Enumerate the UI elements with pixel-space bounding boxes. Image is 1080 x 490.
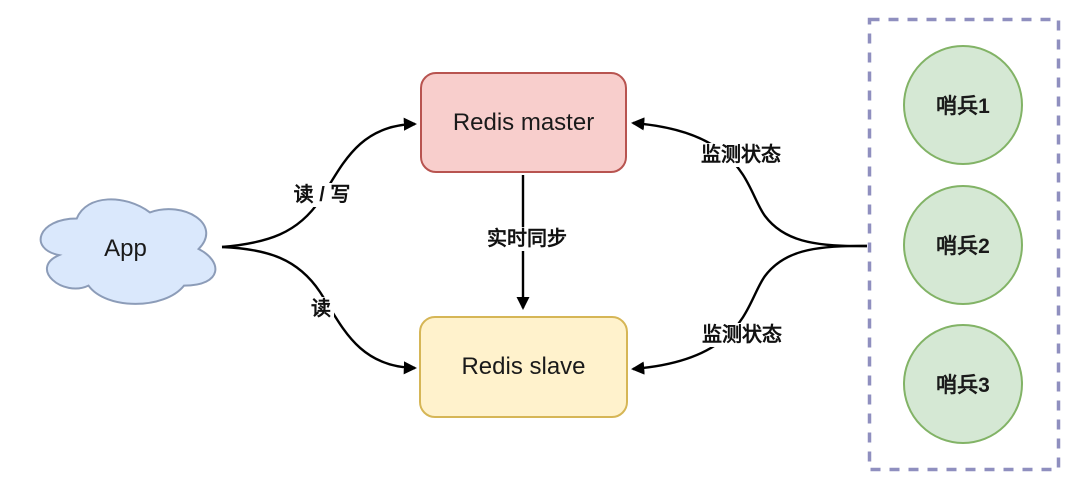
sentinel-1-label: 哨兵1 bbox=[936, 95, 990, 118]
sentinel-2-node: 哨兵2 bbox=[903, 185, 1023, 305]
edge-sentinels-to-slave bbox=[631, 244, 868, 375]
sentinel-1-node: 哨兵1 bbox=[903, 45, 1023, 165]
redis-master-label: Redis master bbox=[452, 108, 595, 136]
edge-label-realtime-sync: 实时同步 bbox=[484, 227, 570, 251]
sentinel-2-label: 哨兵2 bbox=[936, 235, 990, 258]
app-label: App bbox=[104, 235, 147, 262]
redis-slave-node: Redis slave bbox=[419, 316, 628, 418]
app-cloud-shape bbox=[39, 198, 217, 305]
sentinel-group-box bbox=[867, 17, 1061, 472]
edge-label-monitor-status-slave: 监测状态 bbox=[699, 323, 785, 347]
app-node: App bbox=[28, 188, 223, 310]
sentinel-3-node: 哨兵3 bbox=[903, 324, 1023, 444]
edge-label-read-write: 读 / 写 bbox=[290, 183, 354, 207]
edge-label-monitor-status-master: 监测状态 bbox=[698, 143, 784, 167]
redis-slave-label: Redis slave bbox=[461, 353, 586, 380]
edge-sentinels-to-master bbox=[631, 117, 868, 248]
edge-app-to-slave bbox=[221, 245, 417, 375]
redis-master-node: Redis master bbox=[420, 72, 627, 173]
edge-label-read: 读 bbox=[308, 297, 334, 321]
sentinel-3-label: 哨兵3 bbox=[936, 374, 990, 397]
